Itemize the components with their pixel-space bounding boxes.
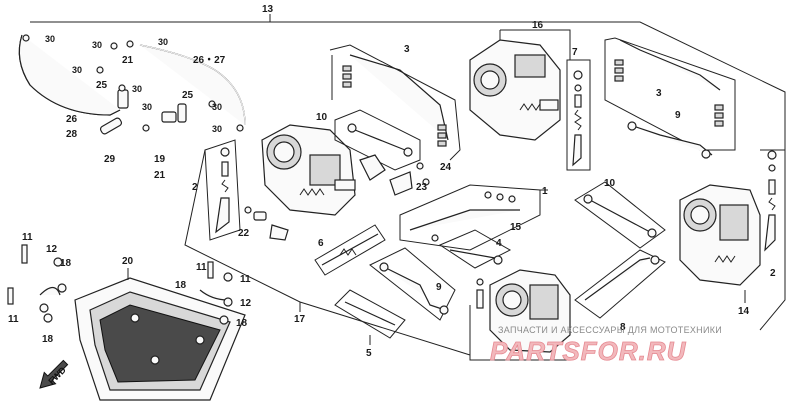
callout-26-27: 26・27: [193, 55, 226, 66]
callout-3-center: 3: [404, 44, 410, 55]
callout-15: 15: [510, 222, 522, 233]
link-rod-4: [438, 229, 512, 269]
assembly-frame-lower: [184, 149, 471, 356]
callout-8: 8: [620, 322, 626, 333]
callout-11-d: 11: [8, 314, 19, 325]
callout-22: 22: [238, 228, 250, 239]
fuel-hose-top: [139, 44, 246, 126]
callout-21-top: 21: [122, 55, 134, 66]
fuel-hose-left: [18, 34, 121, 116]
callout-23: 23: [416, 182, 428, 193]
callout-17: 17: [294, 314, 306, 325]
link-rod-9-center: [369, 247, 456, 321]
callout-2-right: 2: [770, 268, 776, 279]
callout-30-h: 30: [212, 124, 222, 134]
screw-stack-2-right: [760, 149, 785, 252]
callout-18-a: 18: [60, 258, 72, 269]
watermark-caption: ЗАПЧАСТИ И АКСЕССУАРЫ ДЛЯ МОТОТЕХНИКИ: [498, 325, 722, 335]
link-rod-10-right: [574, 181, 666, 249]
callout-25-b: 25: [182, 90, 194, 101]
callout-11-a: 11: [22, 232, 33, 243]
callout-14: 14: [738, 306, 750, 317]
screw-stack-7: [566, 59, 591, 171]
link-rod-6: [314, 224, 386, 276]
callout-9-center: 9: [436, 282, 442, 293]
callout-18-c: 18: [236, 318, 248, 329]
callout-30-c: 30: [158, 37, 168, 47]
screw-stack-2-left: [204, 139, 241, 241]
link-rod-8: [574, 249, 666, 319]
callout-21-bottom: 21: [154, 170, 166, 181]
callout-28: 28: [66, 129, 78, 140]
callout-30-a: 30: [45, 34, 55, 44]
fasteners-center: [199, 261, 233, 325]
callout-24: 24: [440, 162, 452, 173]
assembly-frame: [30, 14, 786, 331]
callout-7: 7: [572, 47, 578, 58]
callout-9-right: 9: [675, 110, 681, 121]
callout-18-b: 18: [175, 280, 187, 291]
callout-25-a: 25: [96, 80, 108, 91]
callout-30-d: 30: [72, 65, 82, 75]
callout-11-b: 11: [196, 262, 207, 273]
callout-30-e: 30: [132, 84, 142, 94]
clip-icons: [22, 34, 244, 132]
small-parts-23-24: [359, 154, 430, 196]
carburetor-bottom-center: [469, 269, 571, 361]
throttle-link-center: [329, 44, 461, 161]
callout-5: 5: [366, 348, 372, 359]
carburetor-top-center: [469, 29, 571, 141]
small-parts-22: [244, 206, 289, 241]
link-rod-1: [399, 184, 548, 251]
callout-30-b: 30: [92, 40, 102, 50]
callout-3-right: 3: [656, 88, 662, 99]
callout-4: 4: [496, 238, 502, 249]
callout-10-top: 10: [316, 112, 328, 123]
callout-30-f: 30: [142, 102, 152, 112]
throttle-link-right: [604, 37, 736, 151]
link-rod-9-right: [627, 121, 713, 159]
callout-18-d: 18: [42, 334, 54, 345]
callout-12-b: 12: [240, 298, 252, 309]
callout-20: 20: [122, 256, 134, 267]
airbox-base: [74, 268, 246, 401]
callout-2-left: 2: [192, 182, 198, 193]
fuel-tee-joints: [99, 89, 187, 135]
callout-1: 1: [542, 186, 548, 197]
callout-6: 6: [318, 238, 324, 249]
callout-29: 29: [104, 154, 116, 165]
watermark-brand: PARTSFOR.RU: [490, 336, 687, 366]
callout-11-c: 11: [240, 274, 251, 285]
link-rod-5: [334, 289, 406, 345]
callout-13: 13: [262, 4, 274, 15]
fasteners-left: [7, 244, 67, 323]
callout-10-right: 10: [604, 178, 616, 189]
callout-26: 26: [66, 114, 78, 125]
callout-12-a: 12: [46, 244, 58, 255]
link-rod-10-top: [334, 109, 421, 171]
fwd-arrow-icon: [39, 359, 69, 389]
carburetor-left: [261, 124, 356, 216]
callout-16: 16: [532, 20, 544, 31]
callout-19: 19: [154, 154, 166, 165]
callout-30-g: 30: [212, 102, 222, 112]
carburetor-right: [679, 184, 761, 303]
